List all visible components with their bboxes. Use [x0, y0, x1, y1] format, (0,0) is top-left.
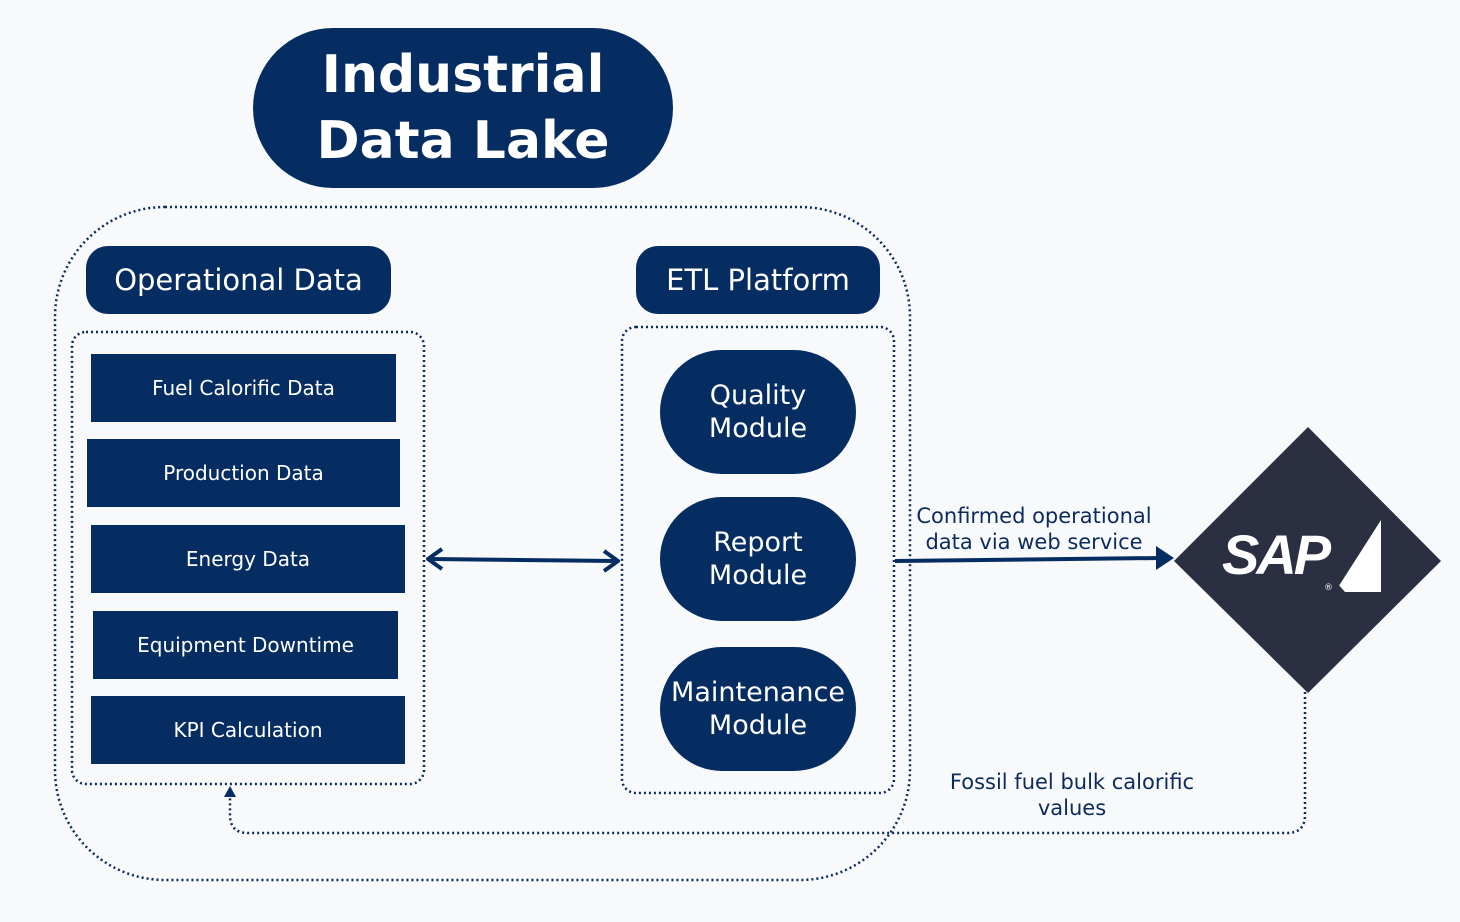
sap-logo: SAP	[1222, 523, 1331, 586]
production-data-box: Production Data	[87, 439, 400, 507]
bidirectional-arrow	[426, 547, 620, 573]
etl-container	[620, 325, 896, 795]
from-sap-caption: Fossil fuel bulk calorific values	[922, 769, 1222, 821]
page-title: Industrial Data Lake	[253, 28, 673, 188]
equipment-downtime-box: Equipment Downtime	[93, 611, 398, 679]
operational-data-header: Operational Data	[86, 246, 391, 314]
etl-platform-header: ETL Platform	[636, 246, 880, 314]
etl-to-sap-arrow	[894, 546, 1174, 570]
to-sap-caption: Confirmed operational data via web servi…	[904, 503, 1164, 555]
from-sap-caption-line-1: Fossil fuel bulk calorific	[949, 770, 1195, 794]
report-module-line-1: Report	[713, 527, 803, 558]
title-line-2: Data Lake	[316, 111, 610, 171]
sap-return-flow	[224, 692, 1307, 835]
quality-module-line-2: Module	[708, 413, 808, 444]
maintenance-module-line-1: Maintenance	[671, 677, 845, 708]
energy-data-box: Energy Data	[91, 525, 405, 593]
maintenance-module: Maintenance Module	[660, 647, 856, 771]
sap-diamond	[1174, 427, 1441, 693]
quality-module: Quality Module	[660, 350, 856, 474]
quality-module-line-1: Quality	[709, 380, 807, 411]
operational-data-container	[70, 330, 426, 786]
data-lake-container	[53, 205, 912, 882]
registered-mark: ®	[1324, 583, 1333, 593]
report-module: Report Module	[660, 497, 856, 621]
from-sap-caption-line-2: values	[1037, 796, 1107, 820]
kpi-calculation-box: KPI Calculation	[91, 696, 405, 764]
to-sap-caption-line-2: data via web service	[925, 530, 1143, 554]
fuel-calorific-data-box: Fuel Calorific Data	[91, 354, 396, 422]
report-module-line-2: Module	[708, 560, 808, 591]
to-sap-caption-line-1: Confirmed operational	[916, 504, 1152, 528]
maintenance-module-line-2: Module	[708, 710, 808, 741]
sap-logo-triangle	[1335, 520, 1381, 592]
title-line-1: Industrial	[321, 45, 605, 105]
